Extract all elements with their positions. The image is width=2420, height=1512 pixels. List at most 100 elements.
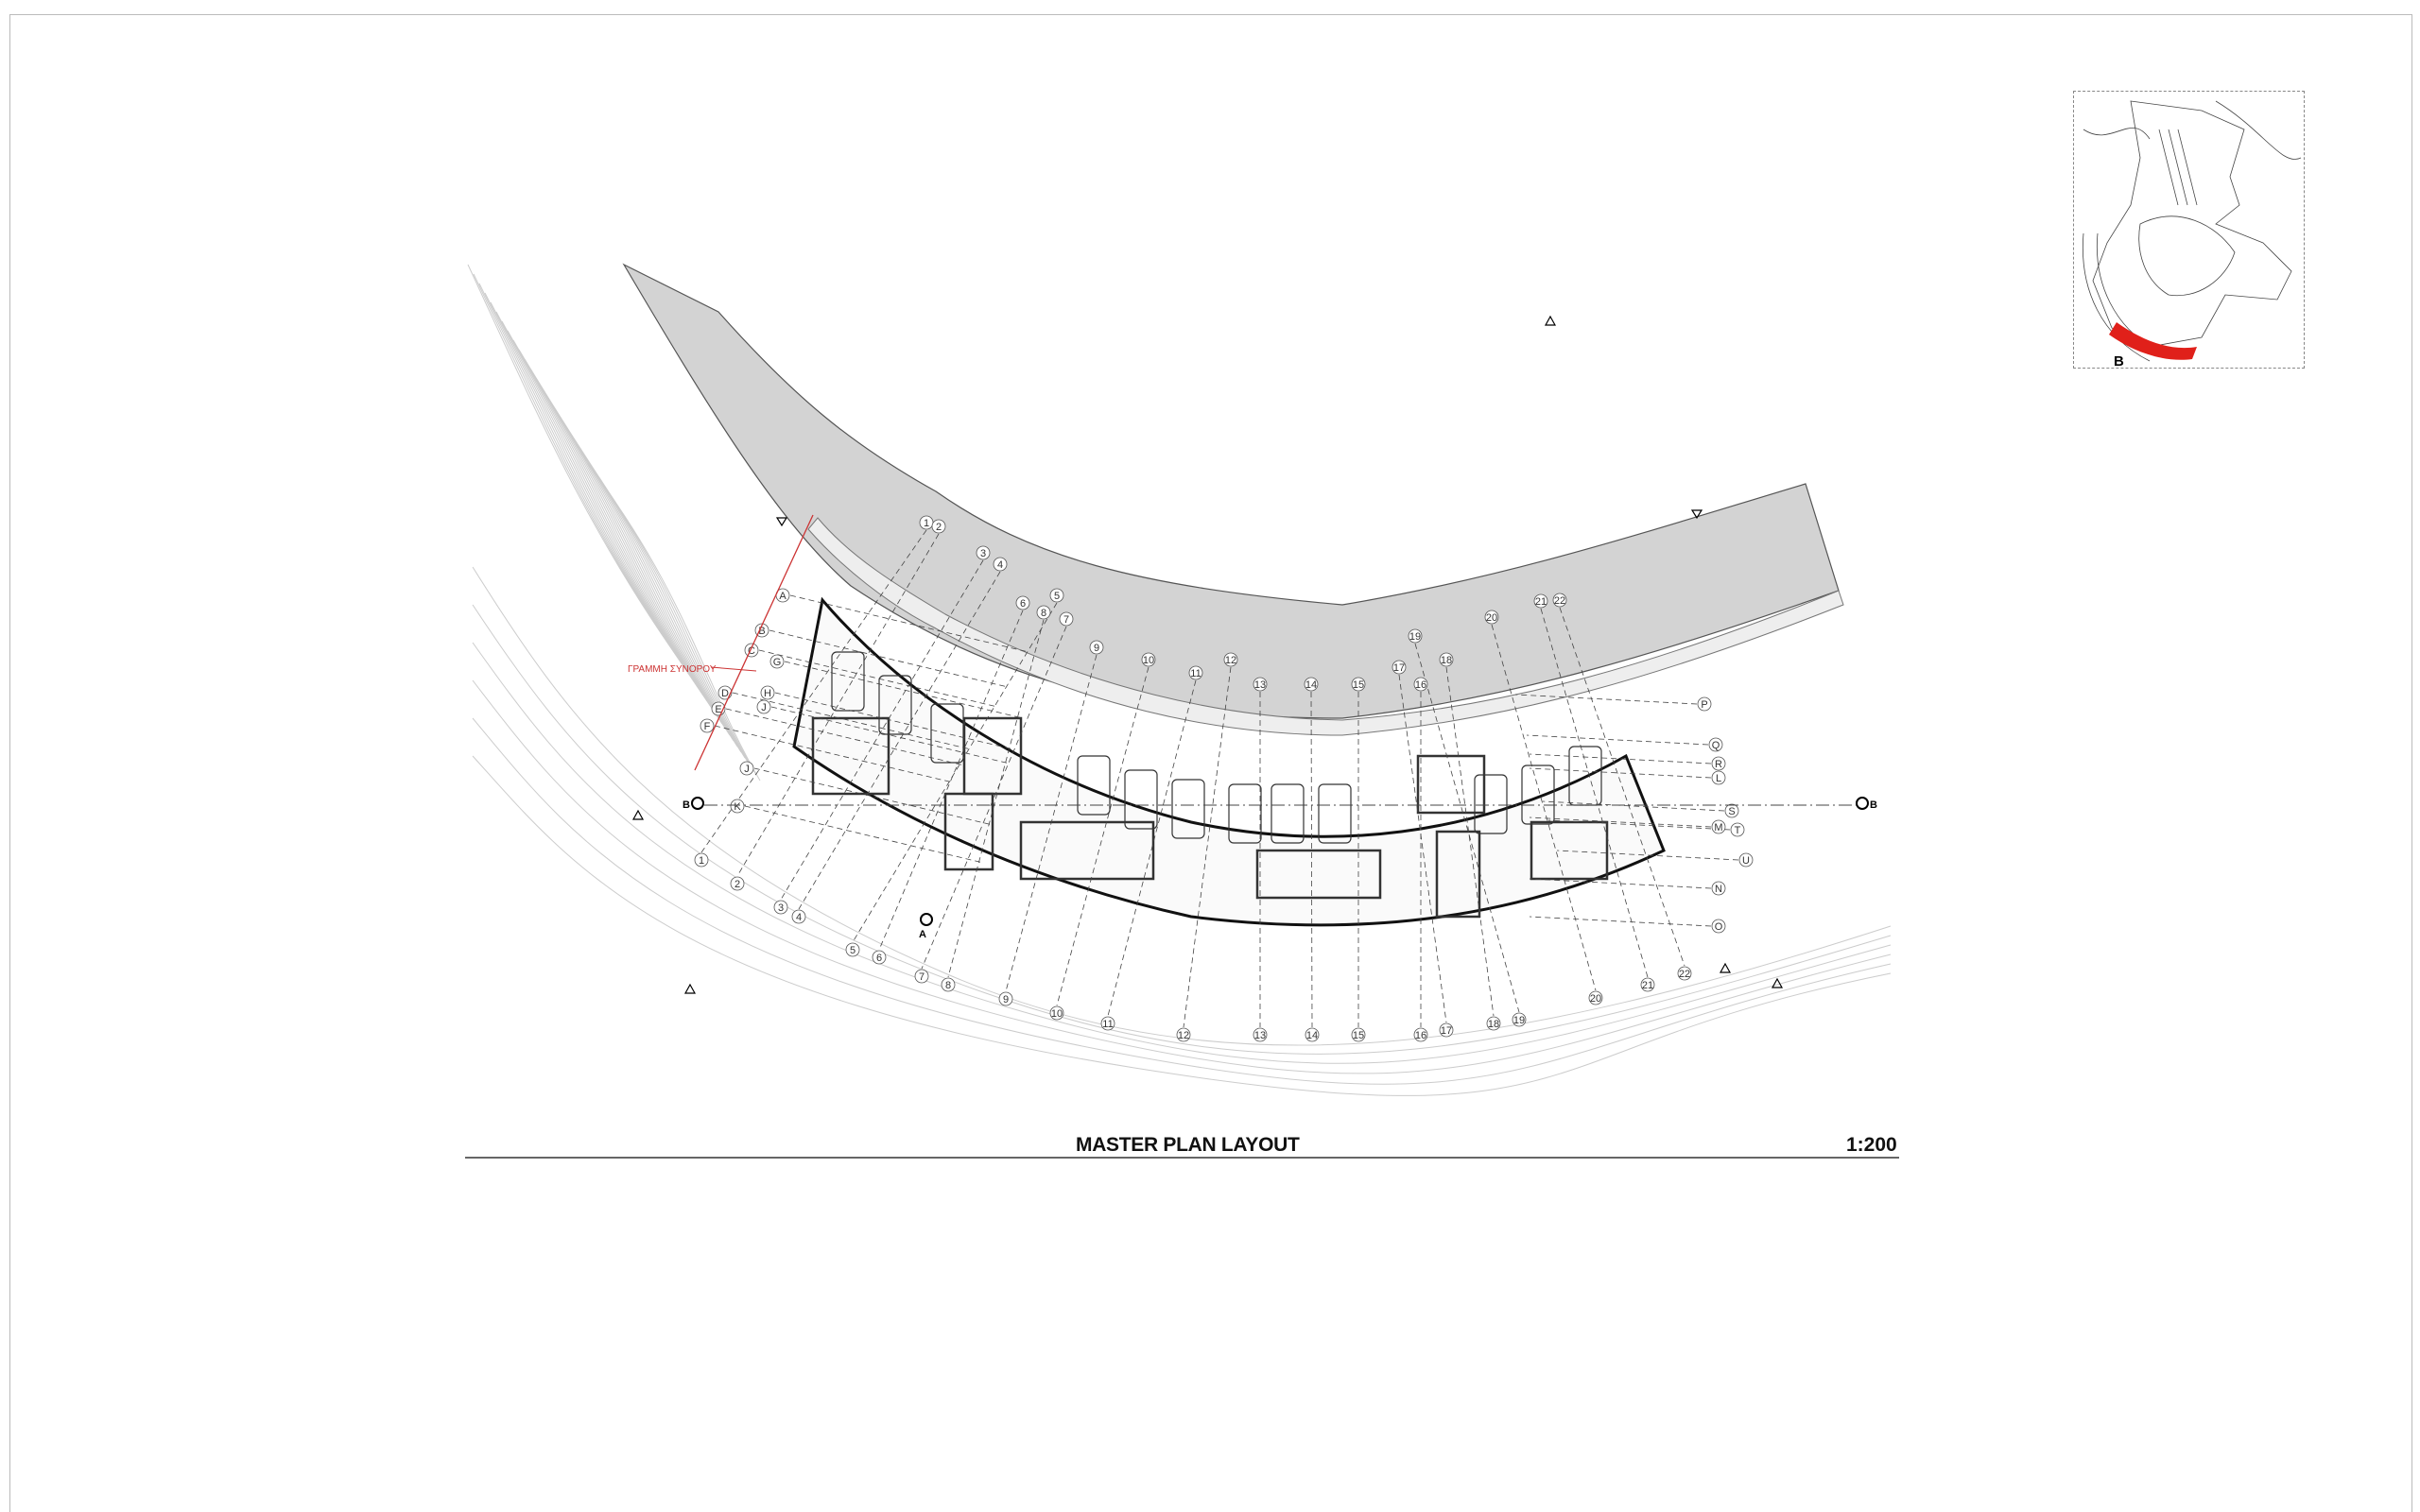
svg-text:12: 12: [1178, 1030, 1189, 1041]
grid-line-19: [1414, 643, 1520, 1013]
grid-line-8: [947, 619, 1045, 978]
svg-text:Q: Q: [1712, 740, 1720, 751]
grid-line-S: [1542, 800, 1725, 812]
grid-row-label: N: [1711, 881, 1726, 896]
svg-text:18: 18: [1488, 1019, 1499, 1030]
grid-row-label: D: [717, 685, 733, 700]
grid-row-label: T: [1730, 822, 1745, 837]
grid-column-label: 8: [941, 977, 956, 992]
svg-text:22: 22: [1554, 595, 1565, 607]
grid-line-P: [1514, 694, 1698, 705]
grid-line-G: [784, 661, 1024, 719]
terrain-contours: [467, 264, 1892, 1096]
grid-line-K: [744, 805, 984, 864]
svg-text:J: J: [761, 702, 767, 713]
svg-text:19: 19: [1409, 631, 1421, 643]
svg-text:M: M: [1714, 822, 1722, 833]
grid-column-label: 21: [1533, 593, 1548, 609]
grid-column-label: 4: [993, 557, 1008, 572]
svg-text:8: 8: [1041, 608, 1046, 619]
svg-text:4: 4: [796, 912, 802, 923]
grid-line-U: [1556, 850, 1739, 861]
svg-text:8: 8: [945, 980, 951, 991]
grid-column-label: 17: [1392, 660, 1407, 675]
grid-column-label: 11: [1188, 665, 1203, 680]
svg-text:R: R: [1715, 759, 1722, 770]
grid-line-Q: [1526, 734, 1709, 746]
svg-text:B: B: [1870, 799, 1877, 811]
grid-line-B: [769, 629, 1009, 688]
svg-text:13: 13: [1254, 679, 1266, 691]
svg-text:16: 16: [1415, 679, 1426, 691]
grid-line-17: [1398, 674, 1447, 1023]
svg-text:22: 22: [1679, 969, 1690, 980]
grid-row-label: S: [1724, 803, 1739, 818]
grid-row-label: Q: [1708, 737, 1723, 752]
key-plan: B: [2073, 91, 2305, 369]
grid-column-label: 14: [1305, 1027, 1320, 1042]
grid-column-label: 2: [931, 519, 946, 534]
grid-column-label: 3: [773, 900, 788, 915]
grid-column-label: 17: [1439, 1022, 1454, 1038]
svg-text:9: 9: [1003, 994, 1009, 1005]
svg-text:7: 7: [919, 971, 925, 983]
svg-text:10: 10: [1143, 655, 1154, 666]
grid-row-label: O: [1711, 919, 1726, 934]
road: [622, 263, 1840, 719]
parking-bays: [811, 651, 1609, 919]
grid-line-A: [789, 594, 1029, 653]
grid-column-label: 1: [919, 515, 934, 530]
svg-text:14: 14: [1306, 1030, 1318, 1041]
grid-column-label: 22: [1552, 593, 1567, 608]
svg-text:9: 9: [1094, 643, 1099, 654]
svg-text:P: P: [1701, 699, 1707, 711]
grid-line-21: [1540, 608, 1649, 978]
grid-line-12: [1183, 666, 1232, 1028]
boundary-line: [694, 514, 814, 771]
svg-text:19: 19: [1513, 1015, 1525, 1026]
grid-column-label: 10: [1049, 1005, 1064, 1021]
svg-text:D: D: [721, 688, 729, 699]
svg-text:A: A: [919, 929, 926, 940]
grid-line-E: [725, 708, 965, 766]
svg-text:B: B: [758, 626, 765, 637]
grid-line-F: [714, 725, 954, 783]
grid-column-label: 15: [1351, 677, 1366, 692]
grid-column-label: 11: [1100, 1016, 1115, 1031]
svg-text:K: K: [734, 801, 741, 813]
grid-column-label: 8: [1036, 605, 1051, 620]
grid-column-label: 12: [1176, 1027, 1191, 1042]
grid-row-label: L: [1711, 770, 1726, 785]
svg-text:20: 20: [1486, 612, 1497, 624]
grid-line-2: [736, 533, 940, 877]
grid-row-label: P: [1697, 696, 1712, 712]
svg-text:2: 2: [735, 879, 740, 890]
svg-text:5: 5: [850, 945, 856, 956]
grid-column-label: 6: [872, 950, 887, 965]
grid-column-label: 7: [1059, 611, 1074, 627]
grid-line-J: [753, 767, 994, 826]
grid-row-label: C: [744, 643, 759, 658]
svg-text:3: 3: [778, 902, 784, 914]
grid-row-label: R: [1711, 756, 1726, 771]
grid-line-7: [921, 626, 1067, 970]
svg-text:C: C: [748, 645, 755, 657]
svg-text:6: 6: [1020, 598, 1026, 610]
svg-text:14: 14: [1305, 679, 1317, 691]
grid-column-label: 15: [1351, 1027, 1366, 1042]
svg-text:H: H: [764, 688, 771, 699]
grid-line-20: [1491, 624, 1597, 991]
boundary-label: ΓΡΑΜΜΗ ΣΥΝΟΡΟΥ: [628, 664, 717, 675]
drawing-sheet: [9, 14, 2412, 1512]
grid-column-label: 1: [694, 852, 709, 868]
svg-text:21: 21: [1535, 596, 1547, 608]
svg-text:F: F: [704, 721, 711, 732]
grid-line-9: [1005, 654, 1098, 992]
svg-text:17: 17: [1441, 1025, 1452, 1037]
grid-column-label: 20: [1484, 610, 1499, 625]
section-marker-b-left: B: [683, 797, 704, 811]
svg-text:20: 20: [1590, 993, 1601, 1005]
key-plan-highlight: [2109, 322, 2197, 360]
grid-column-label: 9: [998, 991, 1013, 1006]
